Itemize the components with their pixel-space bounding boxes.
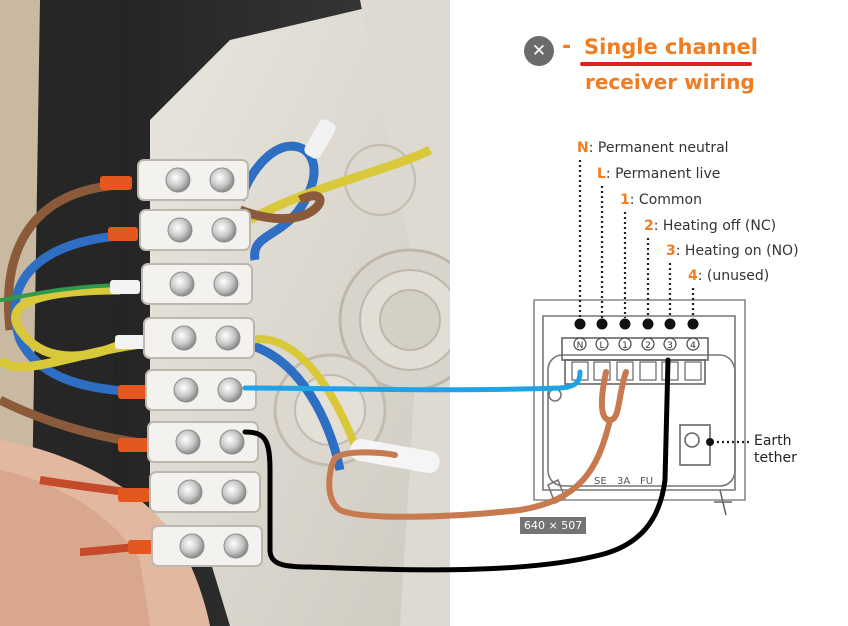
terminal-code: 3	[666, 243, 676, 259]
screw-head	[179, 533, 205, 559]
screw-head	[219, 429, 245, 455]
terminal-block-segment	[149, 471, 261, 513]
terminal-dot	[596, 318, 608, 330]
terminal-mark-label: 2	[645, 341, 651, 351]
leader-lines	[578, 160, 695, 318]
terminal-desc: : Heating on (NO)	[675, 243, 799, 259]
terminal-screw-slot	[593, 361, 611, 381]
screw-head	[223, 533, 249, 559]
terminal-desc: : Permanent neutral	[588, 140, 729, 156]
terminal-screw-slot	[684, 361, 702, 381]
header-underline	[580, 62, 752, 66]
terminal-mark-label: N	[577, 341, 584, 351]
image-size-badge: 640 × 507	[520, 517, 587, 534]
terminal-mark-ring	[573, 337, 587, 351]
terminal-code: 1	[620, 192, 630, 208]
screw-head	[171, 325, 197, 351]
board-text-left: SE	[594, 476, 607, 487]
terminal-mark-ring	[686, 337, 700, 351]
terminal-block-segment	[137, 159, 249, 201]
terminal-label-n: N: Permanent neutral	[577, 140, 729, 156]
terminal-block-segment	[139, 209, 251, 251]
screw-head	[177, 479, 203, 505]
screw-head	[169, 271, 195, 297]
terminal-label-l: L: Permanent live	[597, 166, 720, 182]
terminal-dot	[687, 318, 699, 330]
screw-head	[165, 167, 191, 193]
terminal-mark-label: 3	[667, 341, 673, 351]
terminal-mark-ring	[595, 337, 609, 351]
screw-head	[209, 167, 235, 193]
terminal-label-3: 3: Heating on (NO)	[666, 243, 799, 259]
close-icon[interactable]: ✕	[524, 36, 554, 66]
terminal-block-segment	[143, 317, 255, 359]
screw-head	[175, 429, 201, 455]
terminal-screw-slot	[571, 361, 589, 381]
terminal-code: L	[597, 166, 606, 182]
terminal-desc: : Heating off (NC)	[653, 218, 777, 234]
screw-head	[167, 217, 193, 243]
terminal-mark-label: L	[599, 341, 604, 351]
terminal-mark-label: 1	[622, 341, 628, 351]
terminal-screw-slot	[639, 361, 657, 381]
terminal-mark-label: 4	[690, 341, 696, 351]
terminal-marks: N L 1 2 3 4	[571, 318, 702, 381]
screw-head	[211, 217, 237, 243]
terminal-block-segment	[145, 369, 257, 411]
terminal-mark-ring	[618, 337, 632, 351]
earth-line-1: Earth	[754, 433, 792, 449]
terminal-screw-slot	[661, 361, 679, 381]
terminal-desc: : Common	[629, 192, 702, 208]
earth-line-2: tether	[754, 450, 797, 466]
terminal-dot	[664, 318, 676, 330]
terminal-label-1: 1: Common	[620, 192, 702, 208]
screw-head	[173, 377, 199, 403]
header-subtitle: receiver wiring	[585, 70, 755, 94]
board-text-mid: 3A	[617, 476, 630, 487]
terminal-dot	[574, 318, 586, 330]
terminal-label-2: 2: Heating off (NC)	[644, 218, 776, 234]
terminal-dot	[642, 318, 654, 330]
screw-head	[217, 377, 243, 403]
junction-box-photo	[0, 0, 450, 626]
terminal-mark-ring	[663, 337, 677, 351]
terminal-code: N	[577, 140, 589, 156]
terminal-screw-slot	[616, 361, 634, 381]
screw-head	[221, 479, 247, 505]
terminal-code: 2	[644, 218, 654, 234]
header-title: Single channel	[584, 35, 758, 59]
screw-head	[213, 271, 239, 297]
terminal-label-4: 4: (unused)	[688, 268, 769, 284]
terminal-code: 4	[688, 268, 698, 284]
terminal-dot	[619, 318, 631, 330]
terminal-block-segment	[141, 263, 253, 305]
terminal-desc: : (unused)	[697, 268, 770, 284]
terminal-block-segment	[151, 525, 263, 567]
board-text-right: FU	[640, 476, 653, 487]
terminal-desc: : Permanent live	[605, 166, 721, 182]
header-dash: -	[562, 34, 572, 59]
terminal-mark-ring	[641, 337, 655, 351]
terminal-block-segment	[147, 421, 259, 463]
screw-head	[215, 325, 241, 351]
